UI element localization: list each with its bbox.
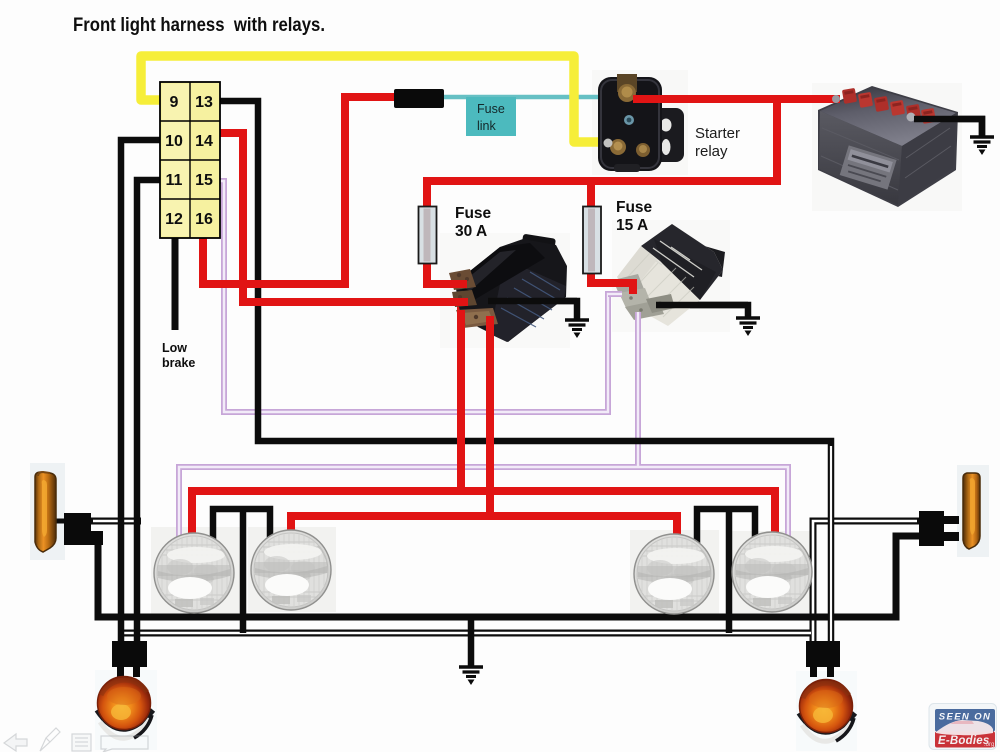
- svg-text:14: 14: [195, 133, 213, 150]
- svg-text:9: 9: [170, 94, 179, 111]
- svg-text:13: 13: [195, 94, 213, 111]
- svg-text:E-Bodies: E-Bodies: [938, 735, 989, 747]
- svg-text:12: 12: [165, 211, 183, 228]
- svg-text:brake: brake: [162, 356, 195, 370]
- svg-text:15 A: 15 A: [616, 217, 648, 234]
- svg-text:11: 11: [166, 172, 183, 189]
- svg-text:.org: .org: [984, 742, 994, 748]
- svg-text:relay: relay: [695, 143, 728, 160]
- svg-text:10: 10: [165, 133, 183, 150]
- svg-text:Low: Low: [162, 341, 187, 355]
- svg-text:30 A: 30 A: [455, 223, 487, 240]
- svg-text:Fuse: Fuse: [477, 102, 505, 116]
- svg-text:Fuse: Fuse: [616, 199, 653, 216]
- svg-text:Front light harness with rela: Front light harness with relays.: [73, 14, 325, 36]
- svg-text:16: 16: [195, 211, 213, 228]
- svg-text:15: 15: [195, 172, 213, 189]
- svg-text:Starter: Starter: [695, 125, 740, 142]
- svg-text:SEEN ON: SEEN ON: [939, 712, 992, 723]
- svg-text:link: link: [477, 119, 497, 133]
- svg-text:Fuse: Fuse: [455, 205, 492, 222]
